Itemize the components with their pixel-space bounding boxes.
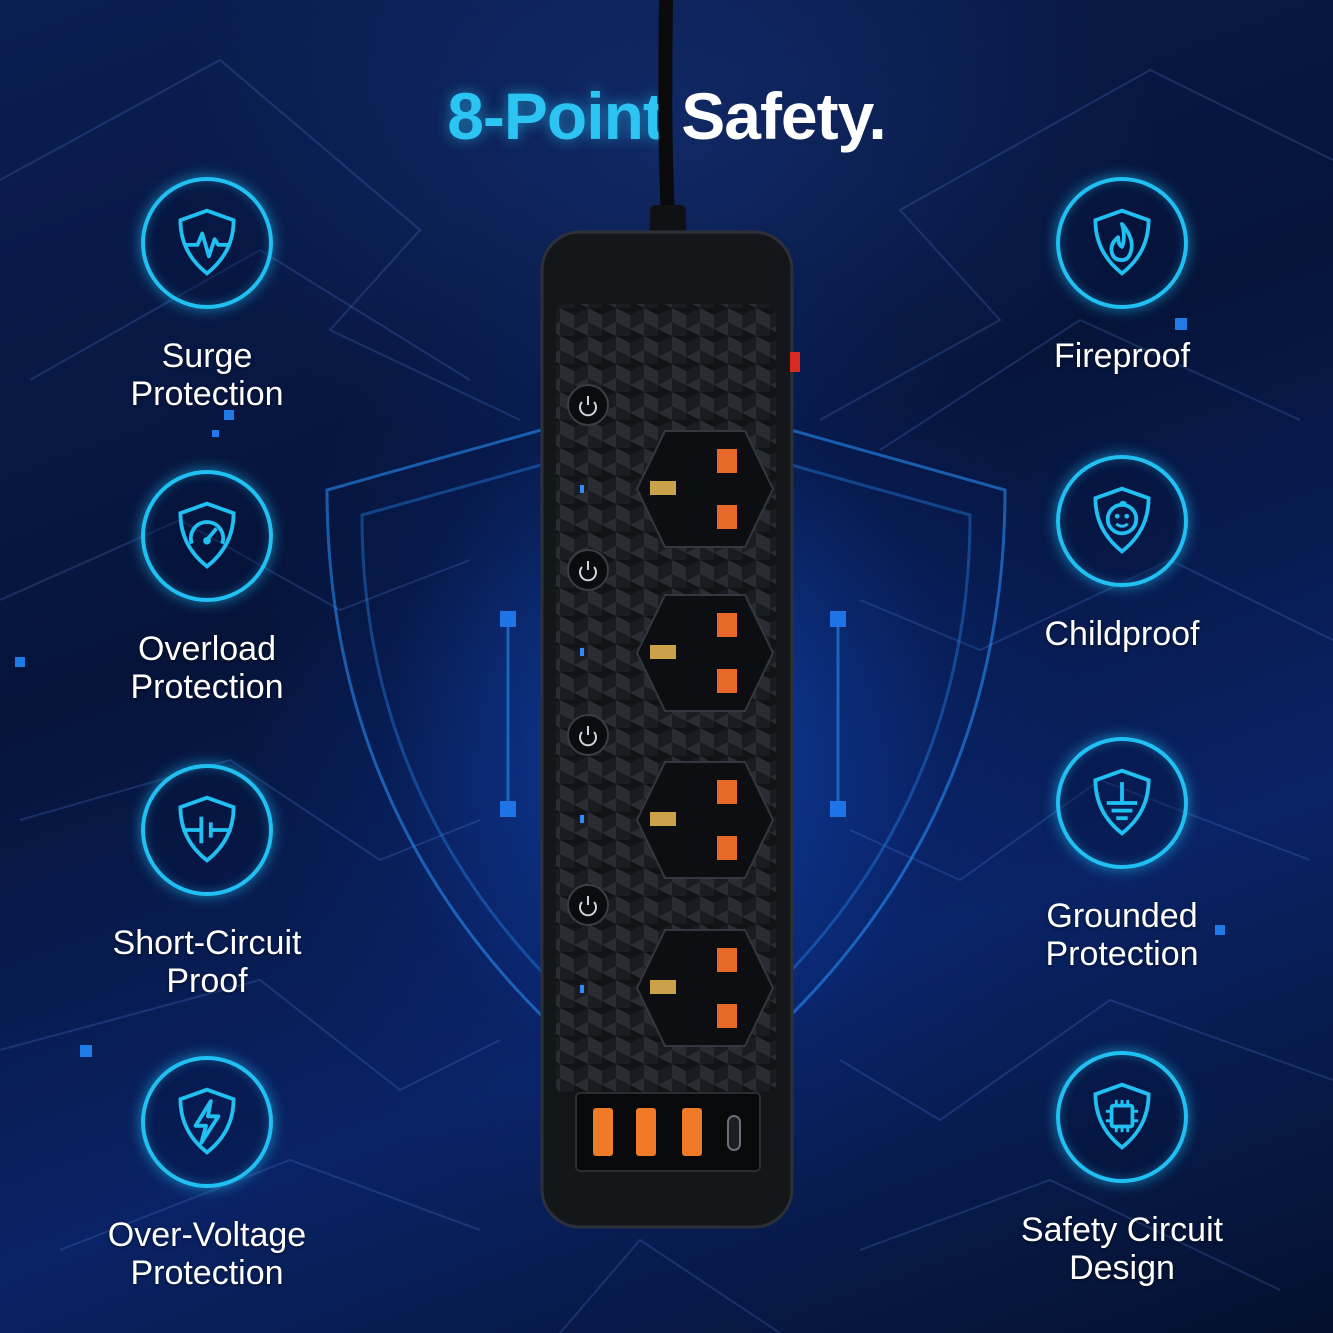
- feature-safety-circuit-design: Safety Circuit Design: [972, 1051, 1272, 1287]
- page-title: 8-Point Safety.: [0, 78, 1333, 154]
- feature-label: Overload Protection: [130, 630, 284, 706]
- title-rest: Safety.: [681, 79, 887, 153]
- feature-childproof: Childproof: [972, 455, 1272, 653]
- ac-sockets: [635, 430, 775, 1047]
- feature-fireproof: Fireproof: [972, 177, 1272, 375]
- feature-grounded-protection: Grounded Protection: [972, 737, 1272, 973]
- feature-overload-protection: Overload Protection: [57, 470, 357, 706]
- chip-shield-icon: [1056, 1051, 1188, 1183]
- gauge-shield-icon: [141, 470, 273, 602]
- feature-label: Childproof: [1044, 615, 1200, 653]
- lightning-shield-icon: [141, 1056, 273, 1188]
- feature-short-circuit-proof: Short-Circuit Proof: [57, 764, 357, 1000]
- feature-label: Fireproof: [1053, 337, 1191, 375]
- feature-label: Short-Circuit Proof: [112, 924, 302, 1000]
- feature-label: Surge Protection: [130, 337, 284, 413]
- feature-label: Grounded Protection: [1045, 897, 1199, 973]
- power-cable: [658, 0, 675, 216]
- feature-label: Over-Voltage Protection: [107, 1216, 307, 1292]
- baby-shield-icon: [1056, 455, 1188, 587]
- ground-shield-icon: [1056, 737, 1188, 869]
- power-switches: [567, 384, 609, 926]
- title-accent: 8-Point: [447, 79, 665, 153]
- feature-over-voltage-protection: Over-Voltage Protection: [57, 1056, 357, 1292]
- battery-shield-icon: [141, 764, 273, 896]
- power-strip-image: [540, 0, 800, 1229]
- flame-shield-icon: [1056, 177, 1188, 309]
- usb-port-panel: [575, 1092, 761, 1172]
- feature-surge-protection: Surge Protection: [57, 177, 357, 413]
- surge-shield-icon: [141, 177, 273, 309]
- feature-label: Safety Circuit Design: [1020, 1211, 1224, 1287]
